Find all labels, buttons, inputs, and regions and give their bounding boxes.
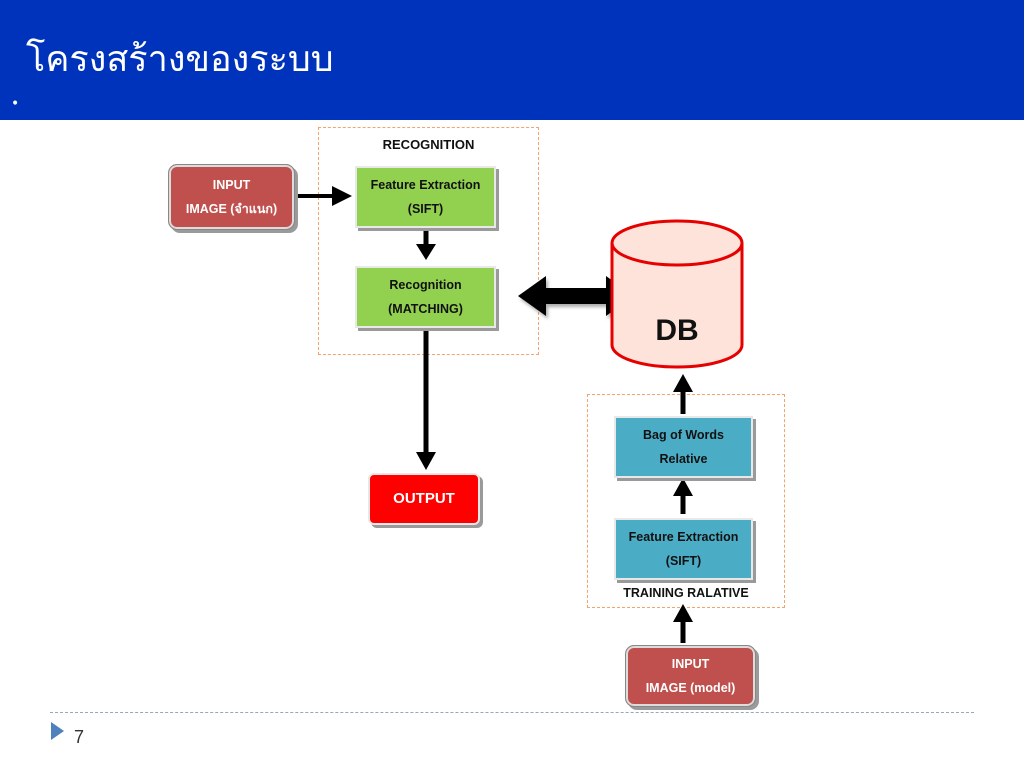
recognition-group-label: RECOGNITION (382, 137, 475, 152)
input-image-classify-box: INPUT IMAGE (จำแนก) (168, 164, 295, 230)
training-feature-line1: Feature Extraction (628, 530, 739, 544)
arrow-matching-to-output (416, 326, 436, 470)
matching-line1: Recognition (389, 278, 462, 292)
feature-extraction-line1: Feature Extraction (370, 178, 481, 192)
arrow-input-model-to-feature (673, 604, 693, 643)
input-classify-line1: INPUT (212, 178, 251, 192)
input-model-line1: INPUT (671, 657, 710, 671)
arrow-matching-db-bidirectional (518, 276, 634, 316)
input-model-line2: IMAGE (model) (645, 681, 736, 695)
training-feature-line2: (SIFT) (665, 554, 702, 568)
feature-extraction-box: Feature Extraction (SIFT) (355, 166, 496, 228)
bag-of-words-line2: Relative (659, 452, 708, 466)
header-bullet: • (11, 96, 20, 112)
output-label: OUTPUT (393, 490, 455, 507)
recognition-matching-box: Recognition (MATCHING) (355, 266, 496, 328)
bag-of-words-box: Bag of Words Relative (614, 416, 753, 478)
arrow-bow-to-db (673, 374, 693, 414)
footer-divider (50, 712, 974, 713)
footer-triangle-icon (51, 722, 64, 740)
feature-extraction-line2: (SIFT) (407, 202, 444, 216)
matching-line2: (MATCHING) (388, 302, 463, 316)
database-label: DB (655, 314, 699, 347)
training-group-label: TRAINING RALATIVE (623, 586, 749, 600)
training-feature-extraction-box: Feature Extraction (SIFT) (614, 518, 753, 580)
arrow-feature-to-bow (673, 478, 693, 514)
database-cylinder (610, 219, 744, 369)
bag-of-words-line1: Bag of Words (642, 428, 725, 442)
slide-header: โครงสร้างของระบบ • (0, 0, 1024, 120)
training-group (587, 394, 785, 608)
input-classify-line2: IMAGE (จำแนก) (185, 202, 278, 216)
slide-title: โครงสร้างของระบบ (26, 39, 334, 80)
input-image-model-box: INPUT IMAGE (model) (625, 645, 756, 707)
page-number: 7 (74, 727, 85, 747)
output-box: OUTPUT (368, 473, 480, 525)
